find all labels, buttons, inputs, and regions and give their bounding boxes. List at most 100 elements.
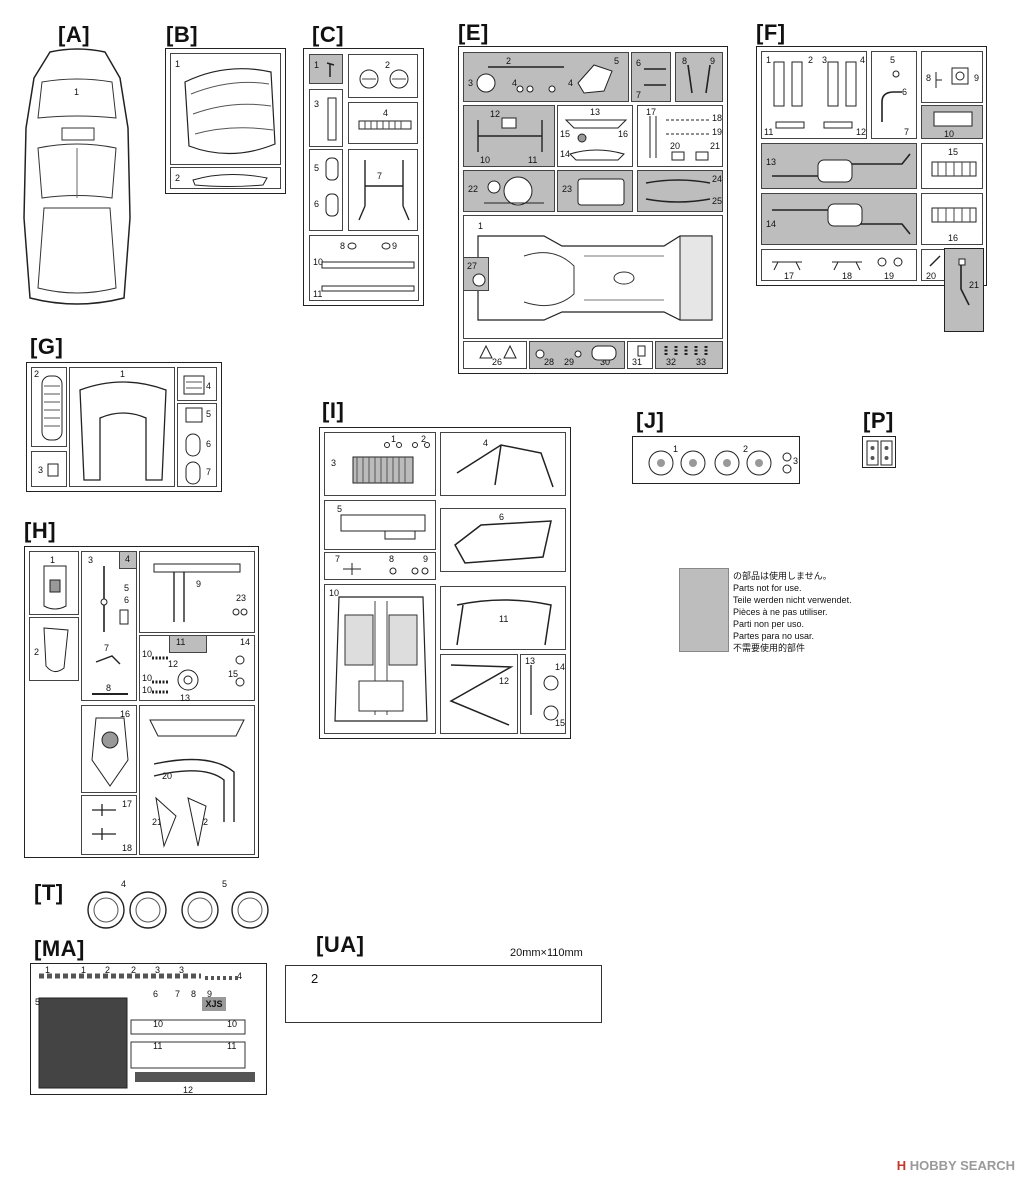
- parts-cell: 28 29 30: [529, 341, 625, 369]
- part-number: 4: [121, 879, 127, 889]
- grille-icon: [352, 442, 430, 484]
- part-number: 12: [490, 109, 501, 119]
- parts-cell: 16: [921, 193, 983, 245]
- part-number: 6: [124, 595, 130, 605]
- part-number: 6: [902, 87, 908, 97]
- legend-line-en: Parts not for use.: [733, 583, 802, 593]
- part-number: 13: [590, 107, 601, 117]
- decal-sheet-icon: [38, 973, 255, 1089]
- part-number: 10: [142, 673, 153, 683]
- hobby-search-watermark: H HOBBY SEARCH: [897, 1158, 1015, 1173]
- manifold-icon: [931, 207, 977, 223]
- roll-cage-icon: [454, 520, 552, 564]
- part-number: 19: [712, 127, 723, 137]
- part-number: 17: [784, 271, 795, 281]
- clip-icon: [47, 463, 59, 477]
- part-number: 8: [389, 554, 395, 564]
- part-number: 15: [555, 718, 566, 728]
- seat-icon: [43, 627, 69, 672]
- legend-line-es: Partes para no usar.: [733, 631, 815, 641]
- bar-icon: [327, 97, 337, 141]
- parts-cell: 7 8 9: [324, 552, 436, 580]
- parts-cell: 13: [761, 143, 917, 189]
- part-number: 20: [670, 141, 681, 151]
- part-number: 31: [632, 357, 643, 367]
- part-number: 2: [34, 647, 40, 657]
- parts-cell: 16: [81, 705, 137, 793]
- part-number: 15: [560, 129, 571, 139]
- legend-line-de: Teile werden nicht verwendet.: [733, 595, 852, 605]
- parts-cell: 5 6 7: [177, 403, 217, 487]
- gauge-icon: [359, 69, 409, 89]
- parts-cell: 15: [921, 143, 983, 189]
- part-number: 14: [766, 219, 777, 229]
- parts-cell: 32 33: [655, 341, 723, 369]
- part-number: 1: [391, 434, 397, 444]
- parts-cell: 27: [463, 257, 489, 291]
- disc-brake-icon: [530, 665, 559, 721]
- spring-icon: [664, 346, 708, 356]
- group-ma-sprue: 1 1 2 2 3 3 4 5 6 7 8 9 XJS 10 10 11 11 …: [30, 963, 267, 1095]
- lever-icon: [929, 255, 941, 267]
- part-number: 3: [38, 465, 44, 475]
- parts-cell: 2: [29, 617, 79, 681]
- group-h-label: [H]: [24, 518, 57, 543]
- group-t-tires: 4 5: [80, 876, 270, 932]
- dashboard-icon: [153, 563, 248, 622]
- part-number: 7: [104, 643, 110, 653]
- part-number: 6: [499, 512, 505, 522]
- pedal-icon: [958, 258, 970, 306]
- brace-icon: [449, 664, 514, 726]
- part-number: 5: [124, 583, 130, 593]
- part-number: 2: [34, 369, 40, 379]
- parts-cell: 10: [324, 584, 436, 734]
- parts-cell: 11: [169, 635, 207, 653]
- part-number: 29: [564, 357, 575, 367]
- part-number: 16: [618, 129, 629, 139]
- parts-cell: 17 18 19: [761, 249, 917, 281]
- vent-strip-icon: [358, 120, 412, 130]
- part-number: 1: [175, 59, 181, 69]
- parts-cell: 26: [463, 341, 527, 369]
- part-number: 2: [105, 965, 111, 975]
- lamp-lens-icon: [183, 375, 205, 395]
- part-number: 9: [196, 579, 202, 589]
- part-number: 11: [499, 614, 509, 624]
- muffler-icon: [772, 203, 911, 235]
- part-number: 6: [153, 989, 159, 999]
- part-number: 11: [227, 1041, 237, 1051]
- part-number: 8: [926, 73, 932, 83]
- parts-cell: 22: [463, 170, 555, 212]
- group-i-label: [I]: [322, 398, 345, 423]
- part-number: 17: [646, 107, 657, 117]
- part-number: 10: [480, 155, 491, 165]
- part-number: 10: [142, 649, 153, 659]
- part-number: 2: [131, 965, 137, 975]
- group-f-label: [F]: [756, 20, 786, 45]
- part-number: 26: [492, 357, 503, 367]
- part-number: 3: [822, 55, 828, 65]
- part-number: 21: [710, 141, 721, 151]
- ua-dimension: 20mm×110mm: [510, 947, 583, 959]
- group-e-sprue: 2 3 4 4 5 6 7 8 9 12 10 11 13 15 16 1: [458, 46, 728, 374]
- lamp-lens-icon: [325, 157, 339, 217]
- part-number: 16: [948, 233, 959, 243]
- bumper-icon: [192, 173, 268, 187]
- parts-cell: 4: [119, 551, 137, 569]
- decal-xjs: XJS: [202, 997, 226, 1011]
- parts-cell: 17 18 19 20 21: [637, 105, 723, 167]
- part-number: 20: [162, 771, 173, 781]
- parts-cell: 11: [440, 586, 566, 650]
- legend-text: の部品は使用しません。 Parts not for use. Teile wer…: [733, 570, 852, 654]
- legend-swatch: [679, 568, 729, 652]
- wheel-rim-icon: [648, 450, 792, 476]
- parts-cell: 2: [348, 54, 418, 98]
- parts-cell: 4: [440, 432, 566, 496]
- part-number: 1: [478, 221, 484, 231]
- group-a-label: [A]: [58, 22, 91, 47]
- group-f-sprue: 1 2 3 4 11 12 5 6 7 8 9 10 13: [756, 46, 987, 286]
- manifold-icon: [931, 161, 977, 177]
- parts-cell: 12: [440, 654, 518, 734]
- legend-line-it: Parti non per uso.: [733, 619, 805, 629]
- dashboard-icon: [340, 514, 426, 540]
